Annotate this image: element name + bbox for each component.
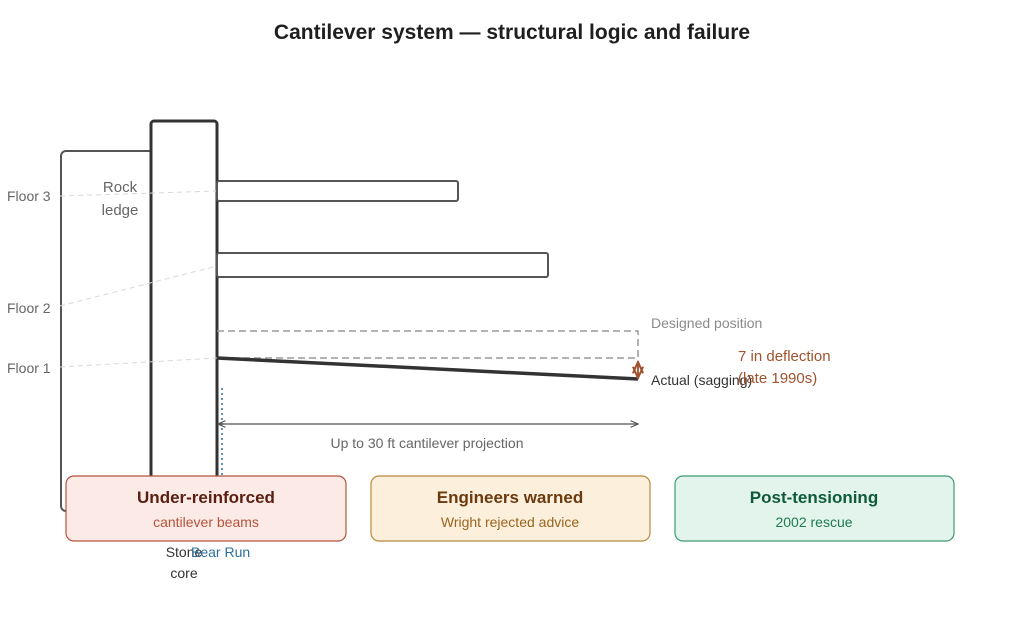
card-subtitle: cantilever beams xyxy=(153,514,259,530)
card-title: Post-tensioning xyxy=(750,488,878,507)
floor3-label: Floor 3 xyxy=(7,188,51,204)
page-title: Cantilever system — structural logic and… xyxy=(274,21,750,44)
rock-ledge-label-line1: Rock xyxy=(103,179,138,196)
stone-core-label-line2: core xyxy=(170,565,197,581)
floor2-label: Floor 2 xyxy=(7,300,51,316)
card-post-tensioning: Post-tensioning 2002 rescue xyxy=(674,475,955,542)
floor2-cantilever xyxy=(216,252,549,278)
stone-core xyxy=(149,119,219,513)
card-engineers-warned: Engineers warned Wright rejected advice xyxy=(370,475,651,542)
card-subtitle: Wright rejected advice xyxy=(441,514,579,530)
projection-label: Up to 30 ft cantilever projection xyxy=(331,435,524,451)
floor1-label: Floor 1 xyxy=(7,360,51,376)
deflection-label-line1: 7 in deflection xyxy=(738,348,831,365)
stone-core-label-line1: Stone xyxy=(166,544,203,560)
card-subtitle: 2002 rescue xyxy=(775,514,852,530)
floor3-cantilever xyxy=(216,180,459,202)
deflection-label-line2: (late 1990s) xyxy=(738,370,817,387)
rock-ledge-label-line2: ledge xyxy=(102,202,139,219)
floor3-leader xyxy=(59,190,218,197)
actual-sagging-label: Actual (sagging) xyxy=(651,372,752,388)
designed-position-outline xyxy=(217,330,639,359)
designed-position-label: Designed position xyxy=(651,315,762,331)
card-under-reinforced: Under-reinforced cantilever beams xyxy=(65,475,347,542)
card-title: Engineers warned xyxy=(437,488,583,507)
floor2-leader xyxy=(59,265,218,307)
bear-run-label: Bear Run xyxy=(191,544,250,560)
floor1-sagging-beam xyxy=(216,356,639,381)
card-title: Under-reinforced xyxy=(137,488,275,507)
